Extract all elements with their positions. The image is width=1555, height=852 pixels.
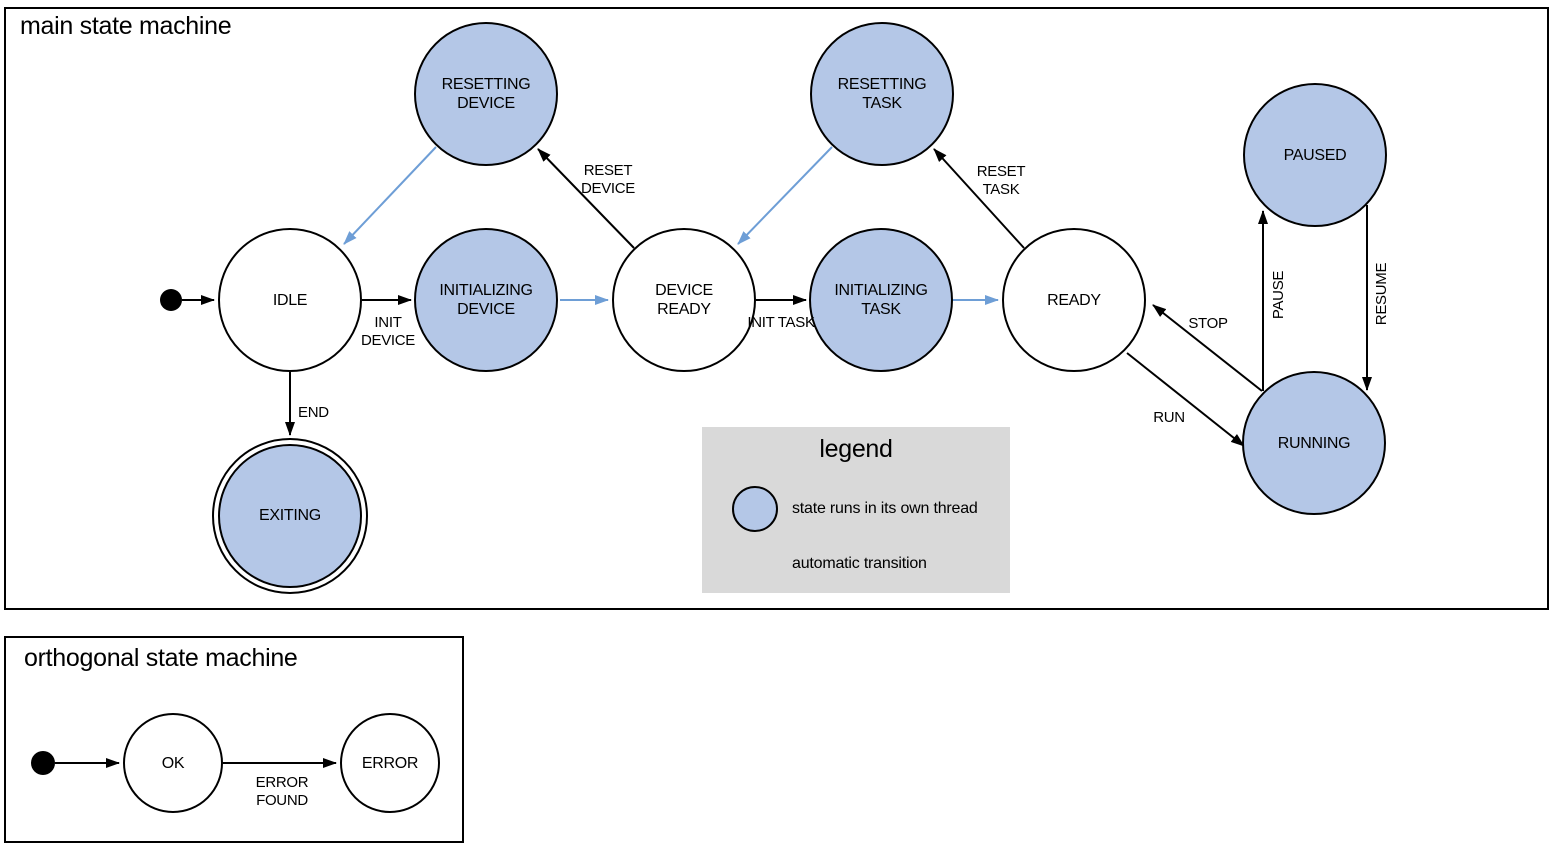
state-device-ready: DEVICE READY	[612, 228, 756, 372]
transition-label-reset-task: RESET TASK	[976, 163, 1026, 198]
transition-label-pause: PAUSE	[1270, 270, 1287, 320]
transition-label-init-device: INIT DEVICE	[360, 314, 416, 349]
legend-threaded-state-icon	[732, 486, 778, 532]
state-initializing-device: INITIALIZING DEVICE	[414, 228, 558, 372]
state-ready: READY	[1002, 228, 1146, 372]
transition-reset-device-arrow	[537, 148, 635, 249]
transition-stop-arrow	[1152, 304, 1263, 392]
transition-label-end: END	[298, 404, 329, 421]
initial-state-dot-main	[160, 289, 182, 311]
initial-state-dot-orthogonal	[31, 751, 55, 775]
transition-label-init-task: INIT TASK	[747, 314, 815, 331]
state-initializing-task: INITIALIZING TASK	[809, 228, 953, 372]
transition-label-stop: STOP	[1188, 315, 1228, 332]
main-panel-title: main state machine	[20, 12, 232, 40]
transition-run-arrow	[1126, 352, 1245, 447]
legend-title: legend	[819, 435, 893, 463]
legend-auto-transition-label: automatic transition	[792, 555, 927, 572]
auto-transition-resetting-device-to-idle-arrow	[343, 146, 437, 245]
transition-reset-task-arrow	[933, 148, 1025, 249]
state-error: ERROR	[340, 713, 440, 813]
state-resetting-device: RESETTING DEVICE	[414, 22, 558, 166]
legend: legend state runs in its own thread auto…	[702, 427, 1010, 593]
state-idle: IDLE	[218, 228, 362, 372]
state-running: RUNNING	[1242, 371, 1386, 515]
orthogonal-panel-title: orthogonal state machine	[24, 644, 298, 672]
auto-transition-resetting-task-to-device-ready-arrow	[737, 146, 833, 245]
state-exiting: EXITING	[218, 444, 362, 588]
transition-label-error-found: ERROR FOUND	[255, 774, 309, 809]
transition-label-run: RUN	[1153, 409, 1185, 426]
legend-thread-label: state runs in its own thread	[792, 500, 978, 517]
state-paused: PAUSED	[1243, 83, 1387, 227]
state-exiting-final: EXITING	[212, 438, 368, 594]
transition-label-resume: RESUME	[1373, 262, 1390, 326]
state-ok: OK	[123, 713, 223, 813]
transition-label-reset-device: RESET DEVICE	[580, 162, 636, 197]
state-resetting-task: RESETTING TASK	[810, 22, 954, 166]
